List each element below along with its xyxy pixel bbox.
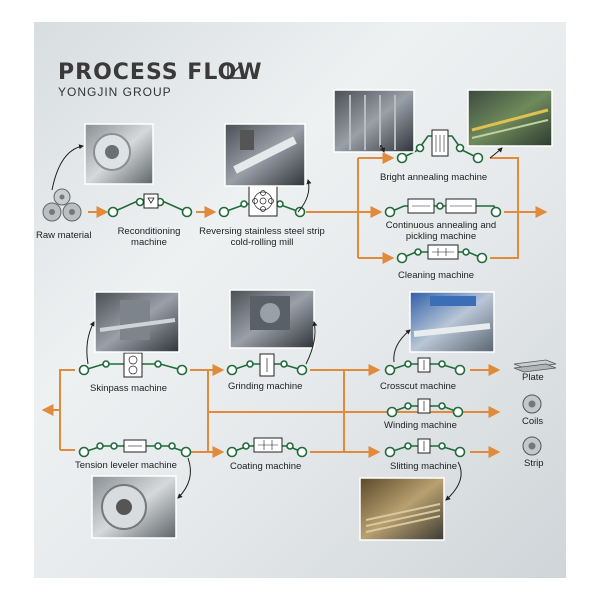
label-tension-leveler: Tension leveler machine <box>75 460 177 471</box>
strip-icon <box>522 436 542 456</box>
photo-grinding <box>229 289 315 349</box>
photo-annealing-line <box>467 89 553 147</box>
roller-line-mill <box>218 200 306 218</box>
photo-cold-rolling-mill <box>224 123 306 187</box>
label-bright-annealing: Bright annealing machine <box>380 172 488 183</box>
skinpass-unit <box>123 352 143 378</box>
reconditioning-unit <box>143 193 159 209</box>
photo-bright-annealing-tower <box>333 89 415 153</box>
label-reversing-mill: Reversing stainless steel strip cold-rol… <box>199 226 325 248</box>
raw-material-coils-icon <box>42 188 82 222</box>
roller-line-winding <box>386 402 464 418</box>
photo-crosscut <box>409 291 495 353</box>
page-subtitle: YONGJIN GROUP <box>58 85 172 99</box>
photo-raw-coil <box>84 123 154 185</box>
label-reconditioning: Reconditioning machine <box>117 226 181 248</box>
label-raw-material: Raw material <box>36 230 92 241</box>
flow-arrows <box>41 152 548 458</box>
roller-line-continuous-annealing <box>384 202 502 218</box>
label-coils: Coils <box>522 416 544 427</box>
label-continuous-annealing: Continuous annealing and pickling machin… <box>385 220 497 242</box>
label-skinpass: Skinpass machine <box>90 383 168 394</box>
photo-slitting <box>359 477 445 541</box>
roller-line-tension-leveler <box>78 442 192 458</box>
photo-skinpass <box>94 291 180 353</box>
roller-line-coating <box>226 442 308 458</box>
label-slitting: Slitting machine <box>390 461 458 472</box>
plate-icon <box>513 359 557 373</box>
coils-icon <box>522 394 542 414</box>
label-coating: Coating machine <box>230 461 302 472</box>
label-grinding: Grinding machine <box>228 381 303 392</box>
photo-tension-leveler <box>91 475 177 539</box>
label-crosscut: Crosscut machine <box>380 381 457 392</box>
roller-line-cleaning <box>396 248 488 264</box>
label-strip: Strip <box>524 458 544 469</box>
label-winding: Winding machine <box>384 420 457 431</box>
label-cleaning: Cleaning machine <box>398 270 475 281</box>
label-plate: Plate <box>522 372 544 383</box>
title-chart-icon <box>227 64 244 79</box>
pointer-arrows <box>51 144 503 501</box>
